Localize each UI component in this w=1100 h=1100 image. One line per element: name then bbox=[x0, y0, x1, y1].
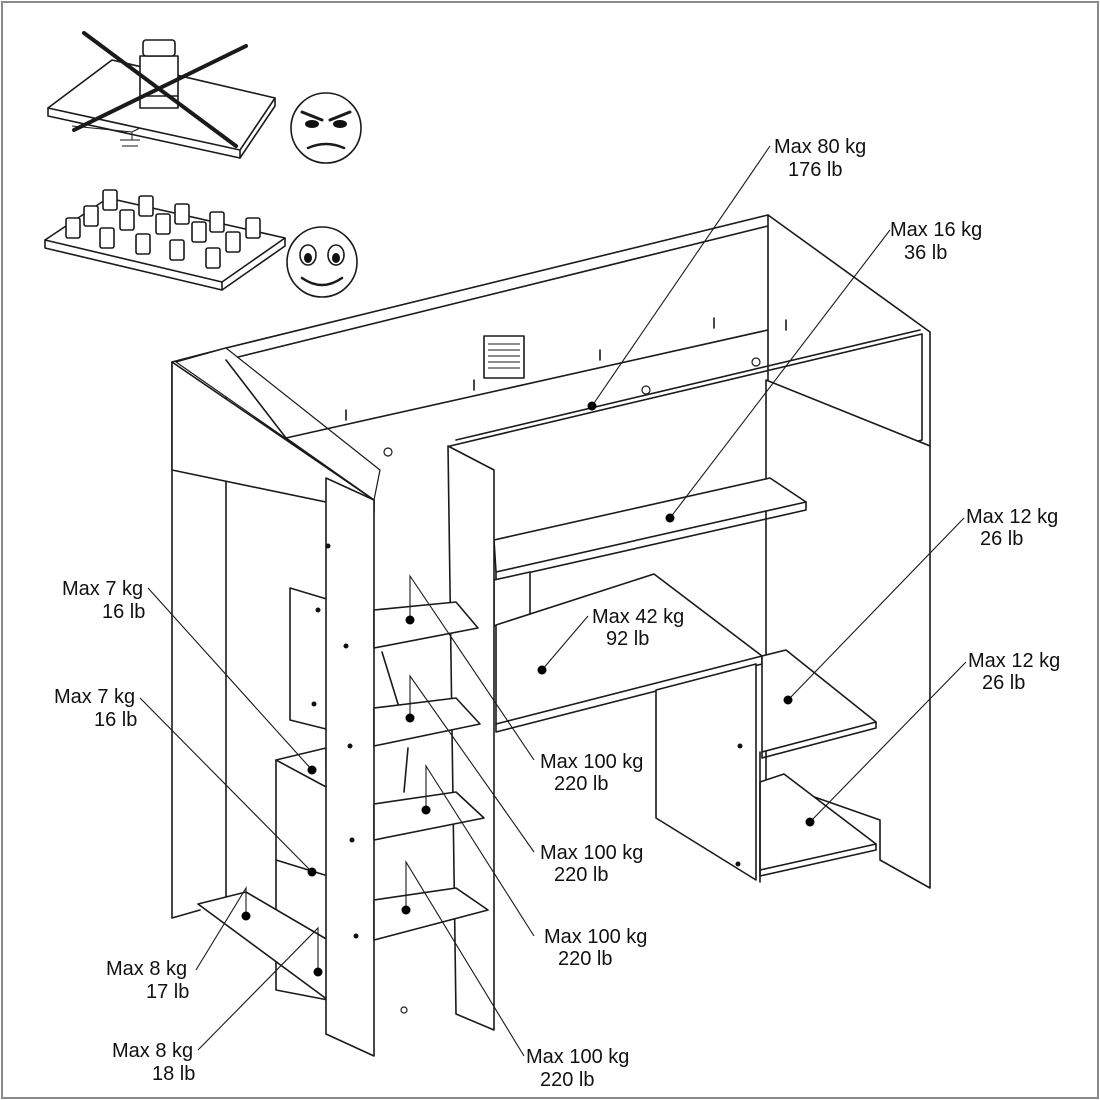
load-point-side-shelf-upper bbox=[307, 765, 317, 775]
label-right-shelf-upper-kg: Max 12 kg bbox=[966, 506, 1058, 528]
load-point-side-shelf-middle bbox=[307, 867, 317, 877]
leader-side-shelf-middle bbox=[139, 697, 313, 873]
label-bed-base-kg: Max 80 kg bbox=[774, 136, 866, 158]
load-point-upper-shelf bbox=[665, 513, 675, 523]
label-right-shelf-upper-lb: 26 lb bbox=[980, 528, 1023, 550]
label-step-4-lb: 220 lb bbox=[540, 1069, 595, 1091]
label-bed-base-lb: 176 lb bbox=[788, 159, 843, 181]
leader-step-3 bbox=[425, 764, 535, 937]
label-bottom-shelf-front-lb: 17 lb bbox=[146, 981, 189, 1003]
load-point-step-2 bbox=[405, 713, 415, 723]
leader-side-shelf-upper bbox=[147, 587, 313, 771]
label-bottom-shelf-inner-kg: Max 8 kg bbox=[112, 1040, 193, 1062]
label-step-2-lb: 220 lb bbox=[554, 864, 609, 886]
leader-desk-top bbox=[541, 615, 589, 671]
label-side-shelf-middle-kg: Max 7 kg bbox=[54, 686, 135, 708]
leader-upper-shelf bbox=[669, 229, 891, 519]
load-labels: Max 80 kg 176 lb Max 16 kg 36 lb Max 12 … bbox=[54, 136, 1060, 1091]
distributed-weights-icon bbox=[44, 189, 286, 291]
label-side-shelf-middle-lb: 16 lb bbox=[94, 709, 137, 731]
label-desk-top-lb: 92 lb bbox=[606, 628, 649, 650]
label-bottom-shelf-front-kg: Max 8 kg bbox=[106, 958, 187, 980]
label-desk-top-kg: Max 42 kg bbox=[592, 606, 684, 628]
loft-bed-drawing bbox=[171, 214, 931, 1057]
label-step-2-kg: Max 100 kg bbox=[540, 842, 643, 864]
load-point-step-1 bbox=[405, 615, 415, 625]
label-upper-shelf-lb: 36 lb bbox=[904, 242, 947, 264]
label-side-shelf-upper-kg: Max 7 kg bbox=[62, 578, 143, 600]
load-point-desk-top bbox=[537, 665, 547, 675]
leader-bed-base bbox=[591, 145, 771, 407]
leader-step-2 bbox=[409, 674, 535, 853]
leader-bottom-shelf-inner bbox=[197, 926, 319, 1051]
leaders bbox=[139, 145, 967, 1057]
load-point-right-shelf-upper bbox=[783, 695, 793, 705]
load-point-step-3 bbox=[421, 805, 431, 815]
single-heavy-weight-crossed-icon bbox=[47, 31, 276, 159]
angry-face-icon bbox=[290, 92, 362, 164]
label-bottom-shelf-inner-lb: 18 lb bbox=[152, 1063, 195, 1085]
smiling-face-icon bbox=[286, 226, 358, 298]
label-step-3-lb: 220 lb bbox=[558, 948, 613, 970]
load-point-right-shelf-lower bbox=[805, 817, 815, 827]
leader-step-4 bbox=[405, 860, 525, 1057]
leader-right-shelf-upper bbox=[787, 517, 965, 701]
weights-group bbox=[65, 189, 261, 269]
load-points bbox=[241, 401, 815, 977]
label-right-shelf-lower-kg: Max 12 kg bbox=[968, 650, 1060, 672]
label-right-shelf-lower-lb: 26 lb bbox=[982, 672, 1025, 694]
leader-step-1 bbox=[409, 574, 535, 761]
load-point-bottom-shelf-inner bbox=[313, 967, 323, 977]
label-side-shelf-upper-lb: 16 lb bbox=[102, 601, 145, 623]
vent-grille bbox=[483, 335, 525, 379]
load-point-bottom-shelf-front bbox=[241, 911, 251, 921]
load-point-bed-base bbox=[587, 401, 597, 411]
leader-bottom-shelf-front bbox=[195, 886, 247, 971]
label-step-1-kg: Max 100 kg bbox=[540, 751, 643, 773]
label-step-3-kg: Max 100 kg bbox=[544, 926, 647, 948]
label-step-4-kg: Max 100 kg bbox=[526, 1046, 629, 1068]
load-point-step-4 bbox=[401, 905, 411, 915]
label-step-1-lb: 220 lb bbox=[554, 773, 609, 795]
leader-right-shelf-lower bbox=[809, 661, 967, 823]
ladder-holes bbox=[311, 543, 743, 1014]
label-upper-shelf-kg: Max 16 kg bbox=[890, 219, 982, 241]
slat-brackets bbox=[345, 317, 787, 421]
